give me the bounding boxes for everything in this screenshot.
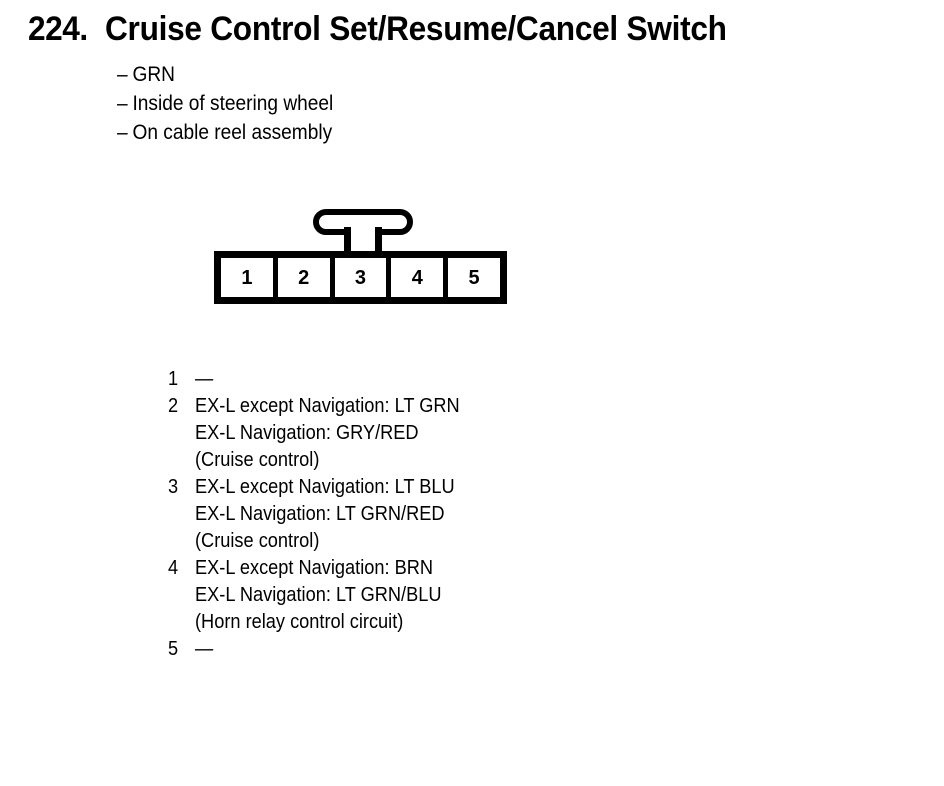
- pin-empty-marker: —: [195, 368, 214, 390]
- connector-pin-cell-4: 4: [391, 258, 444, 297]
- note-dash-icon: –: [117, 63, 128, 86]
- note-dash-icon: –: [117, 92, 128, 115]
- pin-description-line: (Cruise control): [195, 449, 320, 471]
- note-item: –Inside of steering wheel: [117, 89, 754, 118]
- pin-legend-description: EX-L except Navigation: LT GRN EX-L Navig…: [195, 393, 808, 474]
- note-dash-icon: –: [117, 121, 128, 144]
- note-label: Inside of steering wheel: [132, 92, 334, 115]
- notes-list: –GRN–Inside of steering wheel–On cable r…: [117, 60, 817, 147]
- pin-description-line: (Cruise control): [195, 530, 320, 552]
- note-item: –On cable reel assembly: [117, 118, 754, 147]
- note-label: GRN: [132, 63, 175, 86]
- page-title-number: 224.: [28, 10, 88, 48]
- page-title: 224. Cruise Control Set/Resume/Cancel Sw…: [28, 10, 774, 49]
- tab-stem-left: [344, 227, 351, 255]
- pin-legend-entry: 1—: [168, 366, 808, 393]
- pin-description-line: EX-L except Navigation: LT BLU: [195, 476, 455, 498]
- pin-legend-number: 5: [168, 638, 179, 660]
- page-title-text: Cruise Control Set/Resume/Cancel Switch: [105, 10, 727, 48]
- note-item: –GRN: [117, 60, 754, 89]
- pin-legend-description: EX-L except Navigation: BRN EX-L Navigati…: [195, 555, 808, 636]
- pin-legend-entry: 3 EX-L except Navigation: LT BLU EX-L Navi…: [168, 474, 808, 555]
- pin-legend-number: 2: [168, 395, 179, 417]
- pin-legend-entry: 2 EX-L except Navigation: LT GRN EX-L Navi…: [168, 393, 808, 474]
- connector-locking-tab-icon: [313, 209, 413, 255]
- note-label: On cable reel assembly: [132, 121, 333, 144]
- pin-empty-marker: —: [195, 638, 214, 660]
- pin-description-line: EX-L Navigation: LT GRN/BLU: [195, 584, 442, 606]
- pin-legend-number: 1: [168, 368, 179, 390]
- pin-legend-description: —: [195, 636, 808, 663]
- pin-legend-description: —: [195, 366, 808, 393]
- pin-description-line: EX-L Navigation: GRY/RED: [195, 422, 419, 444]
- pin-legend-number: 4: [168, 557, 179, 579]
- pin-legend-entry: 5—: [168, 636, 808, 663]
- pin-description-line: (Horn relay control circuit): [195, 611, 404, 633]
- connector-pin-cell-5: 5: [448, 258, 500, 297]
- pin-description-line: EX-L except Navigation: LT GRN: [195, 395, 460, 417]
- pin-description-line: EX-L Navigation: LT GRN/RED: [195, 503, 445, 525]
- connector-pin-cell-2: 2: [277, 258, 330, 297]
- connector-pin-cell-3: 3: [334, 258, 387, 297]
- pin-legend-entry: 4 EX-L except Navigation: BRN EX-L Navigat…: [168, 555, 808, 636]
- pin-legend-number: 3: [168, 476, 179, 498]
- tab-gap: [351, 229, 375, 249]
- pin-legend-description: EX-L except Navigation: LT BLU EX-L Navig…: [195, 474, 808, 555]
- tab-stem-right: [375, 227, 382, 255]
- pin-description-line: EX-L except Navigation: BRN: [195, 557, 434, 579]
- connector-pin-cell-1: 1: [221, 258, 273, 297]
